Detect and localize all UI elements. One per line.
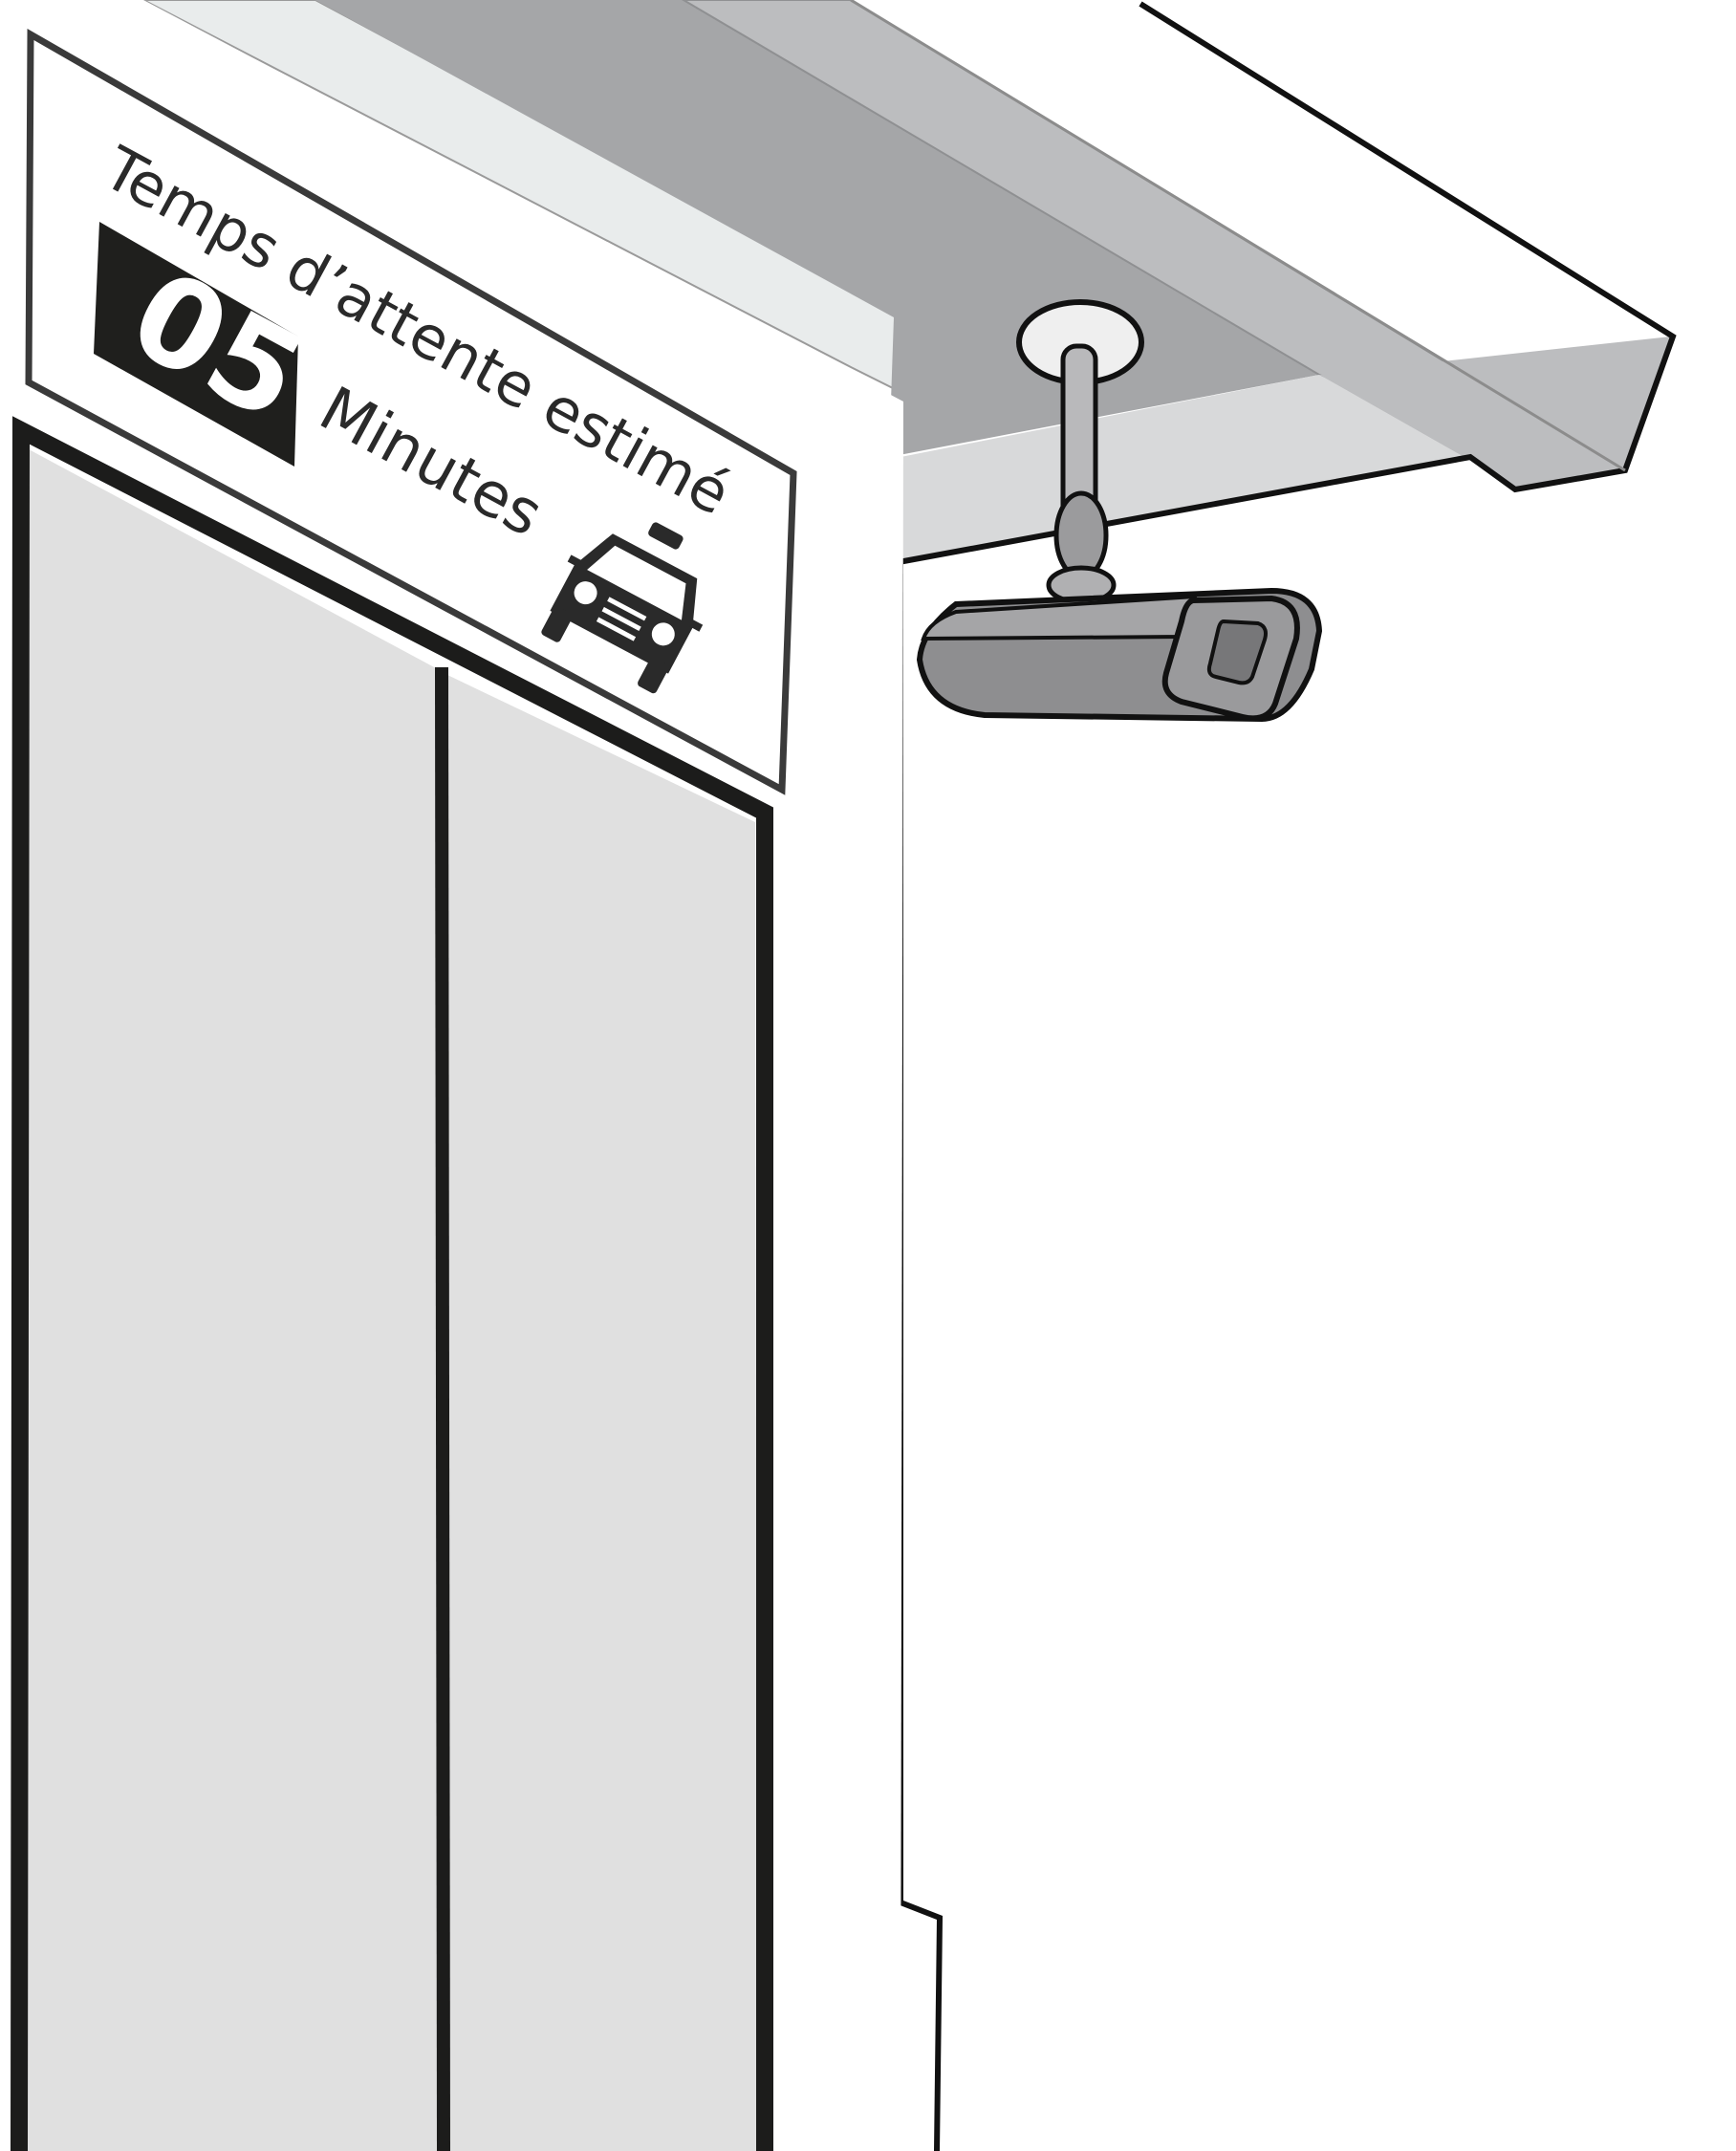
booth-right-wall	[898, 562, 944, 2151]
door-right	[445, 674, 757, 2151]
door-divider	[435, 666, 450, 2151]
roof-edge-line	[850, 0, 1626, 472]
wait-digits-box	[94, 222, 298, 467]
roof-fascia	[1319, 337, 1671, 489]
door-left	[27, 449, 438, 2151]
roof-soffit	[891, 375, 1467, 562]
taxi-icon	[541, 522, 704, 694]
camera-body-top	[921, 594, 1198, 641]
roof-outline-top	[898, 1, 1677, 565]
security-camera-icon	[916, 299, 1323, 723]
camera-joint	[1053, 490, 1109, 580]
sliding-doors	[11, 416, 773, 2151]
door-frame	[11, 416, 773, 2151]
camera-lens	[1206, 619, 1268, 685]
